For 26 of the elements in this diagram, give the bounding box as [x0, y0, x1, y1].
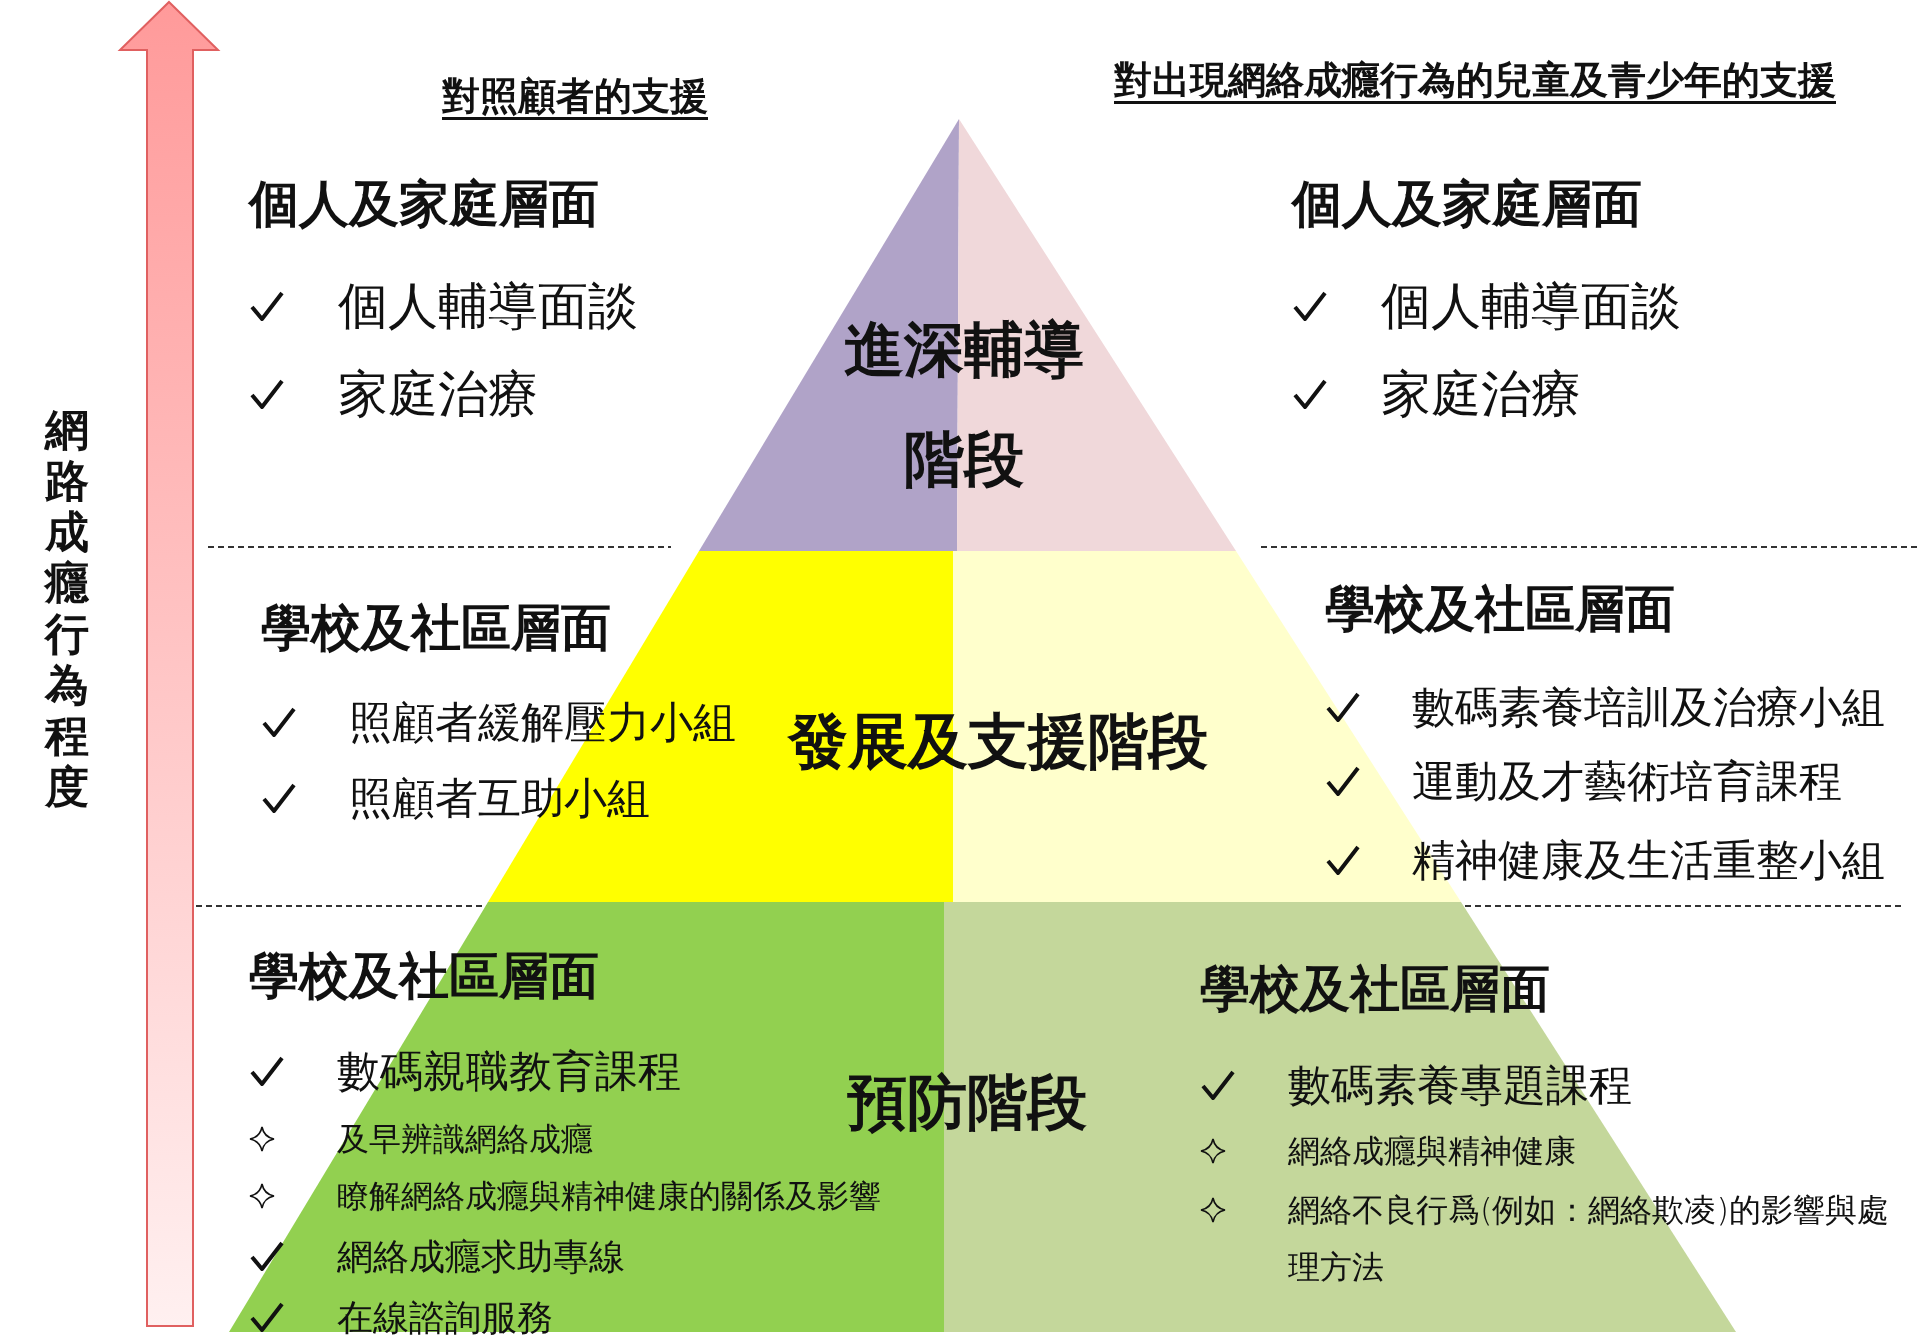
section-heading: 學校及社區層面	[249, 945, 599, 1007]
list-item: 家庭治療	[338, 363, 538, 425]
list-item: 個人輔導面談	[338, 275, 638, 337]
list-item: 數碼親職教育課程	[337, 1045, 681, 1098]
list-item: 運動及才藝術培育課程	[1412, 755, 1842, 808]
axis-label: 網路成癮行為程度	[44, 404, 90, 812]
column-heading: 對照顧者的支援	[442, 72, 708, 120]
list-item: 數碼素養培訓及治療小組	[1412, 681, 1885, 734]
list-item: 網絡成癮與精神健康	[1288, 1131, 1576, 1172]
section-heading: 個人及家庭層面	[249, 173, 599, 235]
list-item: 個人輔導面談	[1381, 275, 1681, 337]
tier-label: 進深輔導階段	[843, 313, 1085, 496]
list-item: 數碼素養專題課程	[1288, 1059, 1632, 1112]
section-heading: 學校及社區層面	[1325, 578, 1675, 640]
pyramid-tier	[699, 119, 1236, 551]
list-item: 網絡不良行爲(例如：網絡欺凌)的影響與處理方法	[1288, 1189, 1890, 1288]
list-item: 家庭治療	[1381, 363, 1581, 425]
list-item: 精神健康及生活重整小組	[1412, 834, 1885, 887]
list-item: 瞭解網絡成癮與精神健康的關係及影響	[337, 1176, 881, 1217]
list-item: 網絡成癮求助專線	[337, 1234, 625, 1279]
section-heading: 個人及家庭層面	[1292, 173, 1642, 235]
tier-label: 預防階段	[847, 1066, 1087, 1139]
section-heading: 學校及社區層面	[261, 597, 611, 659]
list-item: 在線諮詢服務	[337, 1295, 553, 1337]
column-heading: 對出現網絡成癮行為的兒童及青少年的支援	[1114, 56, 1836, 104]
section-heading: 學校及社區層面	[1200, 958, 1550, 1020]
